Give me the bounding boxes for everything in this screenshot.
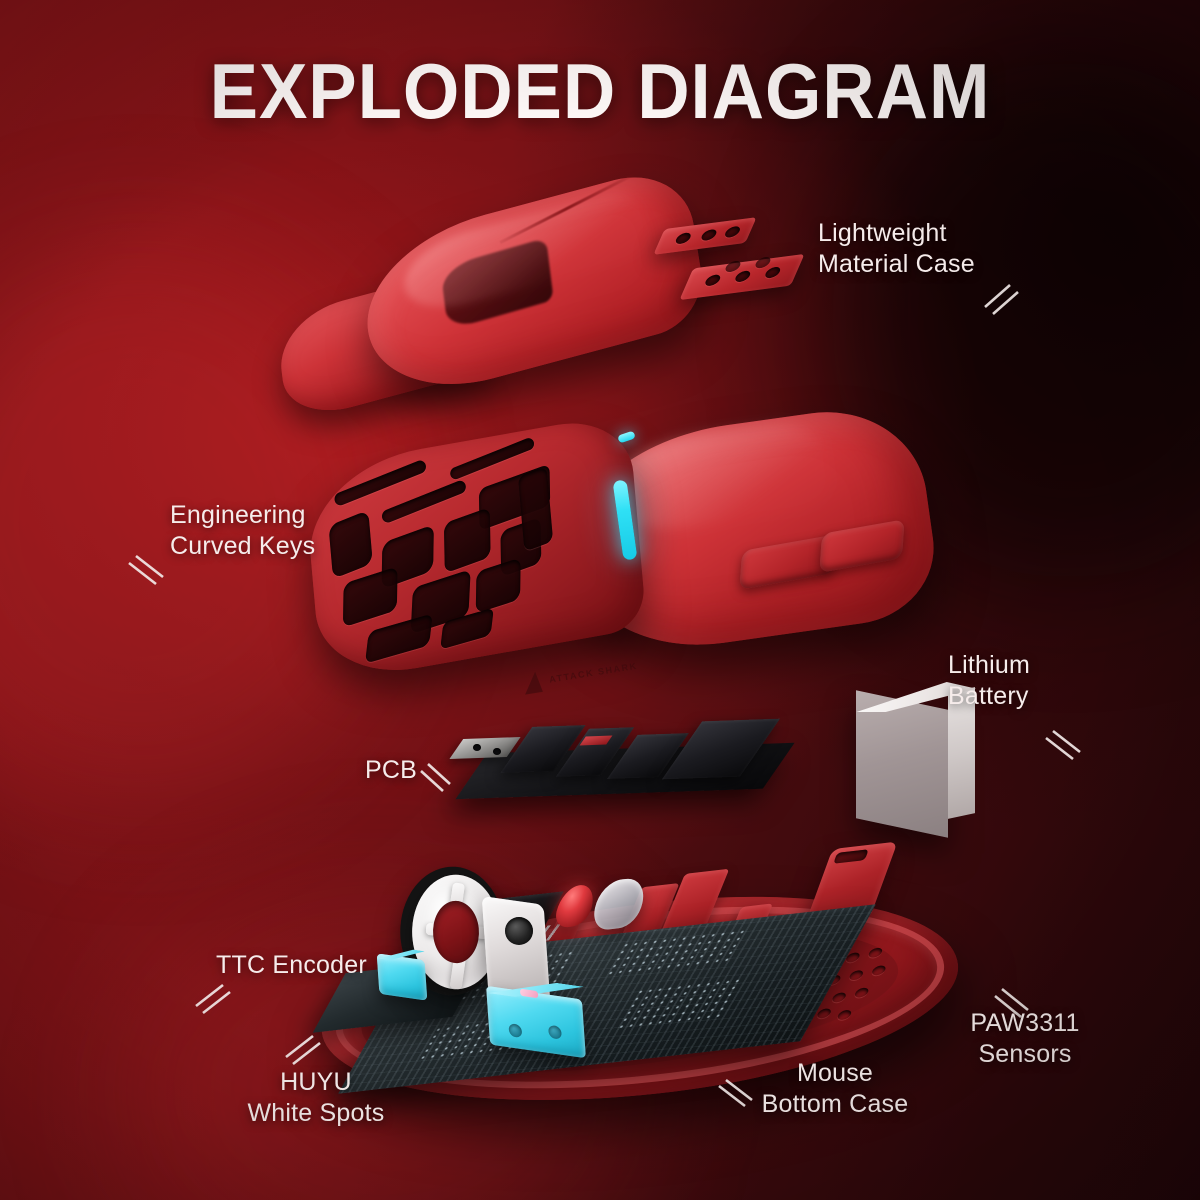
callout-line: White Spots [247,1099,385,1127]
callout-line: Material Case [818,250,975,278]
part-mouse-bottom-assembly [300,841,1000,1145]
callout-line: PCB [365,756,418,784]
part-pcb-module [449,712,815,812]
callout-mouse-bottom-case: Mouse Bottom Case [740,1058,930,1120]
brand-logo: ATTACK SHARK [524,654,646,696]
callout-line: Engineering [170,501,306,529]
callout-line: Sensors [978,1040,1072,1068]
battery-front-face [856,690,948,838]
part-lithium-battery [848,672,998,842]
page-title: EXPLODED DIAGRAM [209,47,991,135]
callout-line: Mouse [796,1059,874,1087]
callout-line: Bottom Case [761,1090,909,1118]
body-honeycomb-skeleton [303,412,647,685]
brand-logo-text: ATTACK SHARK [548,660,639,685]
part-mouse-upper-body: ATTACK SHARK [300,398,944,725]
callout-line: Lithium [948,651,1030,679]
callout-line: TTC Encoder [216,951,367,979]
callout-ttc-encoder: TTC Encoder [216,950,367,981]
callout-lightweight-material-case: Lightweight Material Case [818,218,975,280]
callout-line: Battery [948,682,1029,710]
callout-huyu-white-spots: HUYU White Spots [232,1067,400,1129]
callout-engineering-curved-keys: Engineering Curved Keys [170,500,315,562]
body-led-indicator [617,430,636,444]
callout-line: HUYU [280,1068,352,1096]
callout-pcb: PCB [365,755,417,786]
callout-lithium-battery: Lithium Battery [948,650,1030,712]
encoder-shaft-hole [505,917,533,945]
callout-line: Curved Keys [170,532,316,560]
callout-paw3311-sensors: PAW3311 Sensors [960,1008,1090,1070]
callout-line: Lightweight [818,219,947,247]
part-lightweight-material-case [270,161,805,445]
callout-line: PAW3311 [970,1009,1080,1037]
ttc-encoder-switch [377,953,428,1001]
brand-a-mark [525,670,545,695]
